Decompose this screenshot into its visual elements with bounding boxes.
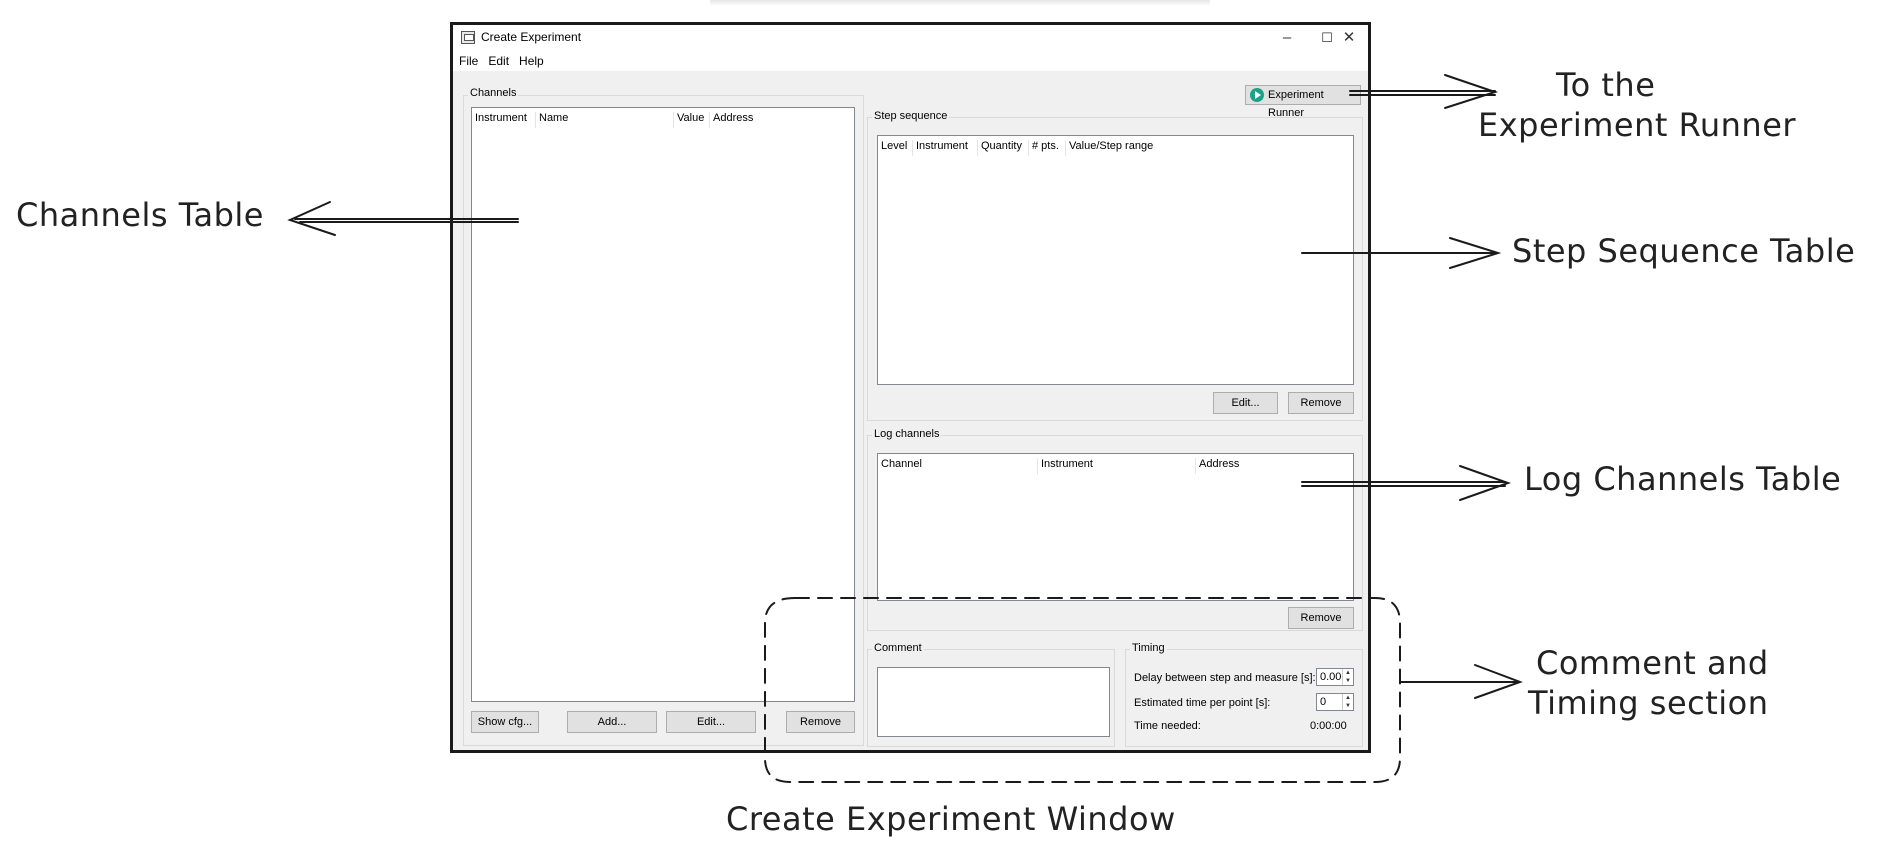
step-sequence-table-header: Level Instrument Quantity # pts. Value/S…: [878, 136, 1353, 156]
step-sequence-group: [867, 117, 1363, 421]
col-instrument[interactable]: Instrument: [472, 112, 536, 128]
channels-table-header: Instrument Name Value Address: [472, 108, 854, 128]
timing-group: [1125, 649, 1363, 747]
delay-value: 0.00: [1320, 671, 1342, 683]
channels-arrow-icon: [294, 218, 519, 223]
log-channels-table[interactable]: Channel Instrument Address: [877, 453, 1354, 601]
remove-channel-button[interactable]: Remove: [786, 711, 855, 733]
timing-arrowhead-icon: [1474, 664, 1523, 699]
delay-spinbox[interactable]: 0.00▲▼: [1316, 668, 1354, 686]
step-sequence-table[interactable]: Level Instrument Quantity # pts. Value/S…: [877, 135, 1354, 385]
col-value-step-range[interactable]: Value/Step range: [1069, 140, 1154, 152]
col-pts[interactable]: # pts.: [1029, 140, 1066, 156]
col-instrument[interactable]: Instrument: [913, 140, 978, 156]
create-experiment-window: Create Experiment – ☐ ✕ File Edit Help Cha…: [450, 22, 1371, 753]
close-button[interactable]: ✕: [1342, 29, 1356, 46]
log-arrowhead-icon: [1459, 465, 1511, 501]
dashed-highlight-region: [764, 597, 1401, 783]
top-shadow: [710, 0, 1210, 6]
channels-arrowhead-icon: [287, 201, 336, 236]
time-needed-label: Time needed:: [1134, 720, 1201, 732]
timing-label: Timing: [1130, 642, 1167, 654]
annotation-runner-line1: To the: [1556, 66, 1656, 104]
log-channels-label: Log channels: [872, 428, 942, 440]
col-value[interactable]: Value: [674, 112, 710, 128]
menu-edit[interactable]: Edit: [488, 54, 510, 68]
add-channel-button[interactable]: Add...: [567, 711, 657, 733]
annotation-channels-table: Channels Table: [16, 196, 264, 234]
col-address[interactable]: Address: [713, 112, 754, 124]
remove-log-channel-button[interactable]: Remove: [1288, 607, 1354, 629]
spin-arrows-icon[interactable]: ▲▼: [1342, 694, 1353, 710]
play-icon: [1250, 88, 1264, 102]
col-channel[interactable]: Channel: [878, 458, 1038, 474]
col-address[interactable]: Address: [1199, 458, 1240, 470]
annotation-comment-timing-line2: Timing section: [1528, 684, 1769, 722]
window-title: Create Experiment: [481, 30, 582, 44]
annotation-step-sequence-table: Step Sequence Table: [1512, 232, 1856, 270]
runner-arrow-icon: [1349, 90, 1496, 96]
comment-label: Comment: [872, 642, 924, 654]
show-cfg-button[interactable]: Show cfg...: [471, 711, 539, 733]
log-channels-group: [867, 435, 1363, 631]
maximize-button[interactable]: ☐: [1321, 30, 1333, 45]
runner-arrowhead-icon: [1444, 74, 1499, 109]
edit-step-button[interactable]: Edit...: [1213, 392, 1278, 414]
title-bar: Create Experiment – ☐ ✕: [453, 25, 1368, 51]
comment-input[interactable]: [877, 667, 1110, 737]
estimated-time-spinbox[interactable]: 0 ▲▼: [1316, 693, 1354, 711]
col-quantity[interactable]: Quantity: [978, 140, 1029, 156]
channels-group: [463, 95, 864, 746]
comment-group: [867, 649, 1115, 747]
annotation-comment-timing-line1: Comment and: [1536, 644, 1769, 682]
annotation-log-channels-table: Log Channels Table: [1524, 460, 1842, 498]
menu-file[interactable]: File: [459, 54, 479, 68]
log-arrow-icon: [1301, 481, 1506, 487]
annotation-window: Create Experiment Window: [726, 800, 1176, 838]
log-channels-table-header: Channel Instrument Address: [878, 454, 1353, 474]
time-needed-value: 0:00:00: [1310, 720, 1347, 732]
menu-help[interactable]: Help: [519, 54, 544, 68]
step-arrowhead-icon: [1449, 237, 1502, 269]
edit-channel-button[interactable]: Edit...: [666, 711, 756, 733]
menu-bar: File Edit Help: [453, 51, 1368, 71]
col-name[interactable]: Name: [536, 112, 674, 128]
col-instrument[interactable]: Instrument: [1038, 458, 1196, 474]
estimated-time-label: Estimated time per point [s]:: [1134, 697, 1271, 709]
col-level[interactable]: Level: [878, 140, 913, 156]
estimated-time-value: 0: [1320, 696, 1327, 708]
step-sequence-label: Step sequence: [872, 110, 950, 122]
app-icon: [461, 31, 475, 44]
minimize-button[interactable]: –: [1282, 29, 1292, 46]
channels-label: Channels: [468, 87, 519, 99]
experiment-runner-button[interactable]: Experiment Runner: [1245, 85, 1361, 119]
experiment-runner-label: Experiment Runner: [1268, 89, 1324, 119]
delay-label: Delay between step and measure [s]:: [1134, 672, 1316, 684]
annotation-runner-line2: Experiment Runner: [1478, 106, 1797, 144]
spin-arrows-icon[interactable]: ▲▼: [1342, 669, 1353, 685]
remove-step-button[interactable]: Remove: [1288, 392, 1354, 414]
channels-table[interactable]: Instrument Name Value Address: [471, 107, 855, 702]
